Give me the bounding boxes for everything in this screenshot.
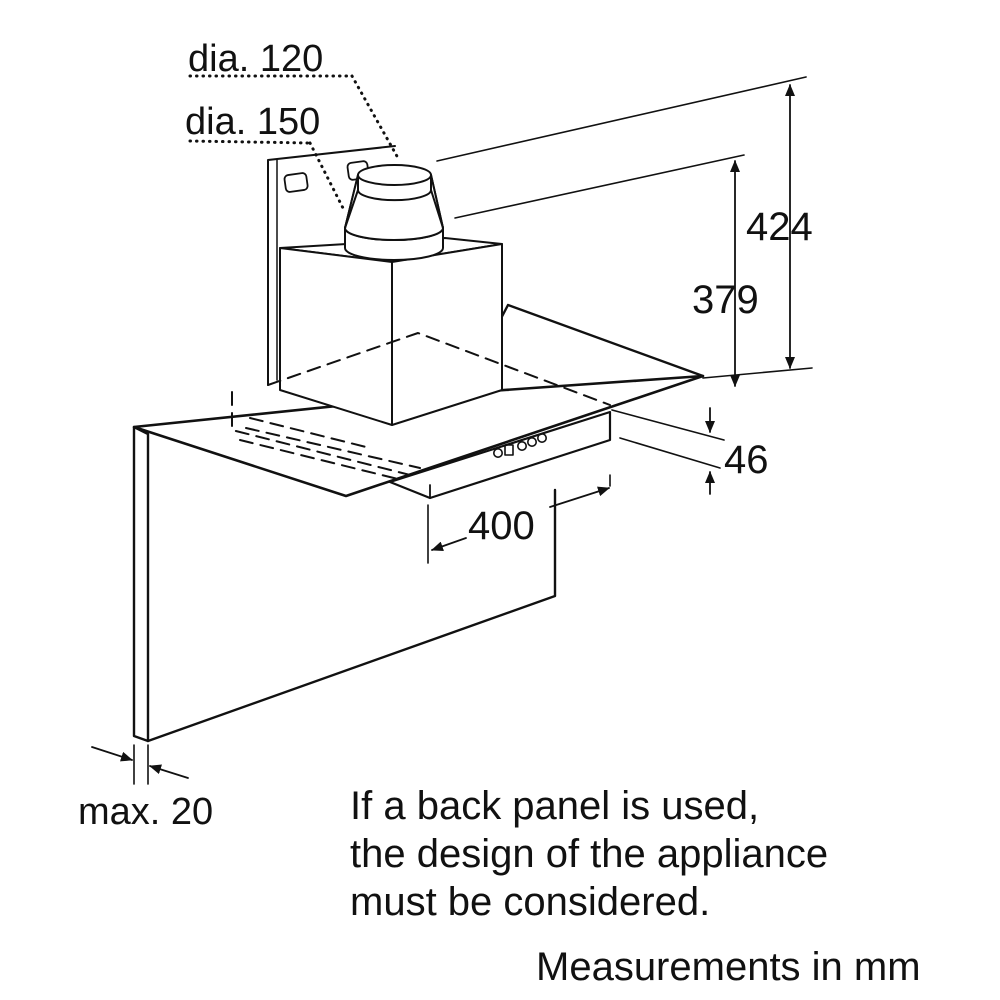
control-knob-icon xyxy=(516,440,527,451)
note-line: If a back panel is used, xyxy=(350,784,760,828)
note-line: the design of the appliance xyxy=(350,832,829,876)
arrow-depth-left xyxy=(431,537,467,552)
hidden-filter-outline xyxy=(231,332,611,483)
duct-leaders xyxy=(188,74,400,214)
back-panel-note: If a back panel is used, the design of t… xyxy=(350,782,828,926)
dimension-arrows xyxy=(91,84,795,779)
chimney-box xyxy=(279,237,503,426)
label-canopy-thickness: 46 xyxy=(724,438,769,482)
control-display-icon xyxy=(504,444,514,456)
label-total-height: 424 xyxy=(746,205,813,249)
control-knob-icon xyxy=(492,447,503,458)
wall-mount-plate xyxy=(267,145,396,386)
dimension-labels: dia. 120 dia. 150 424 379 46 400 max. 20 xyxy=(78,38,813,833)
back-panel xyxy=(132,425,557,743)
control-knob-icon xyxy=(526,436,537,447)
duct-connector xyxy=(344,164,444,261)
label-depth: 400 xyxy=(468,504,535,548)
label-dia-150: dia. 150 xyxy=(185,101,320,143)
extension-lines xyxy=(133,76,813,785)
control-unit xyxy=(388,410,612,500)
label-dia-120: dia. 120 xyxy=(188,38,323,80)
arrow-depth-right xyxy=(549,486,610,508)
measurements-unit-note: Measurements in mm xyxy=(536,945,921,989)
control-knob-icon xyxy=(536,432,547,443)
arrow-panel-left xyxy=(91,746,133,762)
arrow-panel-right xyxy=(149,764,189,779)
label-chimney-height: 379 xyxy=(692,278,759,322)
label-panel-thickness: max. 20 xyxy=(78,791,213,833)
note-line: must be considered. xyxy=(350,880,711,924)
